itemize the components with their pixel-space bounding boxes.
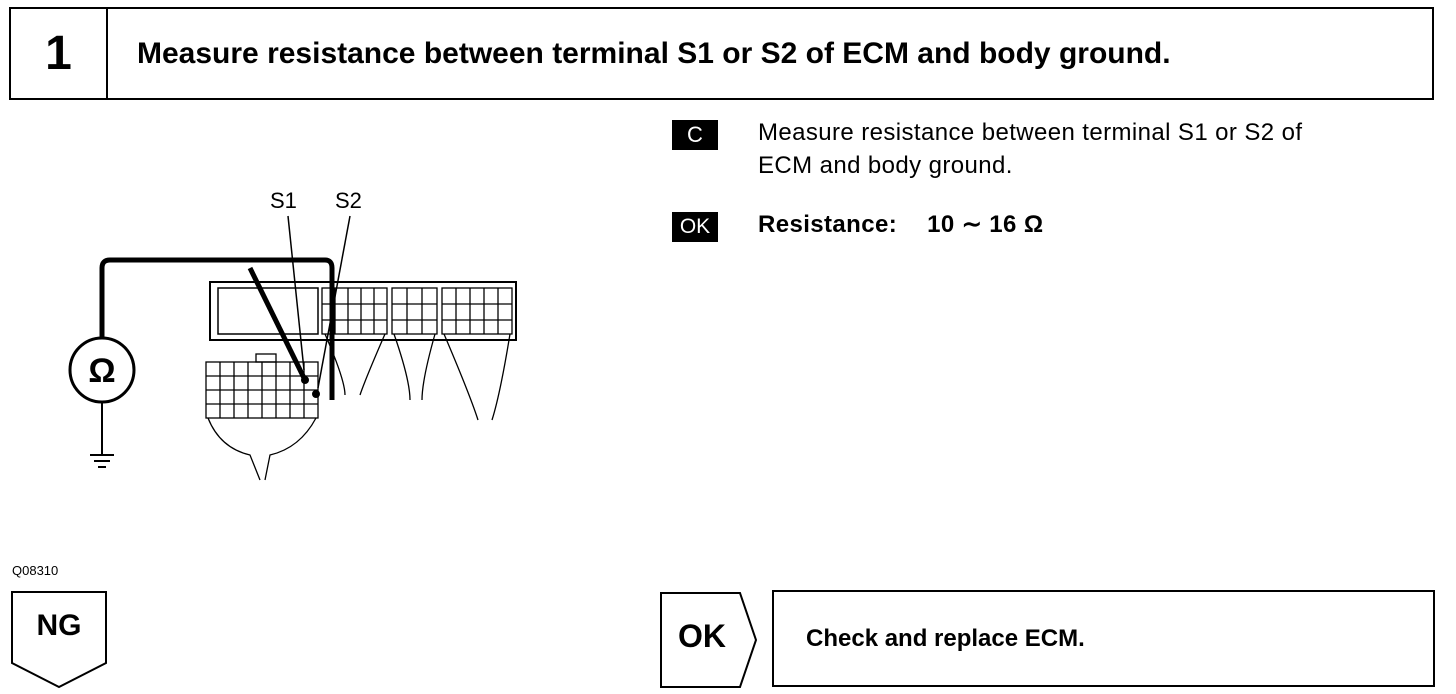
step-title: Measure resistance between terminal S1 o… — [137, 36, 1171, 70]
instruction-line-1: Measure resistance between terminal S1 o… — [758, 119, 1303, 146]
spec-row: OK Resistance: 10 ∼ 16 Ω — [672, 208, 1444, 258]
ground-icon — [90, 454, 114, 468]
ng-label: NG — [36, 609, 82, 642]
step-header: 1 Measure resistance between terminal S1… — [9, 7, 1434, 100]
step-number: 1 — [11, 9, 108, 98]
terminal-label-s1: S1 — [270, 188, 297, 213]
instruction-line-2: ECM and body ground. — [758, 152, 1013, 179]
connector-c — [441, 287, 513, 421]
figure-code: Q08310 — [12, 563, 59, 578]
instruction-text: Measure resistance between terminal S1 o… — [758, 116, 1302, 182]
ok-action-text: Check and replace ECM. — [806, 624, 1085, 652]
ecm-case — [209, 281, 517, 341]
instruction-panel: C Measure resistance between terminal S1… — [672, 116, 1444, 258]
ecm-connector-e — [205, 353, 319, 481]
ng-branch[interactable]: NG — [11, 591, 107, 689]
badge-c: C — [672, 120, 718, 150]
spec-text: Resistance: 10 ∼ 16 Ω — [758, 208, 1044, 241]
ok-branch[interactable]: OK — [660, 592, 758, 688]
terminal-label-s2: S2 — [335, 188, 362, 213]
ecm-connector-diagram: S1 S2 Ω — [68, 188, 517, 481]
ohm-symbol: Ω — [88, 352, 115, 390]
ok-label: OK — [678, 618, 726, 654]
resistance-label: Resistance: — [758, 211, 898, 238]
instruction-row: C Measure resistance between terminal S1… — [672, 116, 1444, 208]
resistance-value: 10 ∼ 16 Ω — [927, 211, 1044, 238]
ok-action-box: Check and replace ECM. — [772, 590, 1435, 687]
connector-a — [321, 287, 388, 396]
connector-b — [391, 287, 438, 401]
badge-ok: OK — [672, 212, 718, 242]
